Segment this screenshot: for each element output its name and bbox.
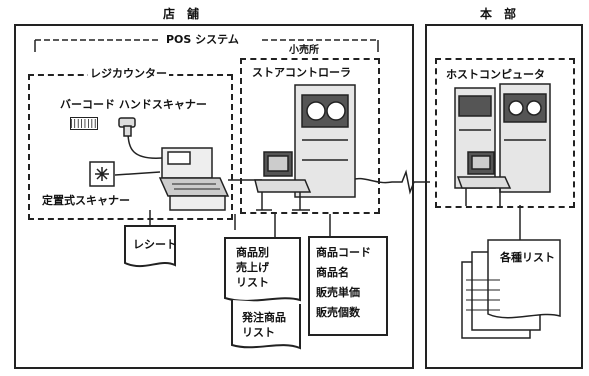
host-computer-group xyxy=(435,58,575,208)
host-computer-label: ホストコンピュータ xyxy=(446,68,545,81)
receipt-label: レシート xyxy=(133,238,177,251)
fixed-scanner-label: 定置式スキャナー xyxy=(42,194,130,207)
sales-list-line3: リスト xyxy=(236,276,269,289)
master-item: 商品名 xyxy=(316,266,349,279)
store-controller-label: ストアコントローラ xyxy=(252,66,351,79)
sub-office-group xyxy=(240,58,380,214)
master-item: 商品コード xyxy=(316,246,371,259)
barcode-scanner-label: バーコード ハンドスキャナー xyxy=(60,98,207,111)
sales-list-line1: 商品別 xyxy=(236,246,269,259)
barcode-tag-bars: ||||||||||| xyxy=(71,118,97,129)
sub-office-label: 小売所 xyxy=(289,45,319,56)
order-list-line2: リスト xyxy=(242,326,275,339)
head-office-frame xyxy=(425,24,583,369)
master-item: 販売単価 xyxy=(316,286,360,299)
barcode-tag: ||||||||||| xyxy=(70,117,98,130)
pos-system-label: POS システム xyxy=(166,33,239,46)
various-lists-label: 各種リスト xyxy=(500,251,555,264)
store-title: 店 舗 xyxy=(163,7,200,21)
master-data-card: 商品コード 商品名 販売単価 販売個数 xyxy=(308,236,388,336)
sales-list-line2: 売上げ xyxy=(236,261,269,274)
store-frame xyxy=(14,24,414,369)
master-item: 販売個数 xyxy=(316,306,360,319)
head-office-title: 本 部 xyxy=(480,7,517,21)
order-list-line1: 発注商品 xyxy=(242,311,286,324)
register-counter-label: レジカウンター xyxy=(88,67,169,80)
